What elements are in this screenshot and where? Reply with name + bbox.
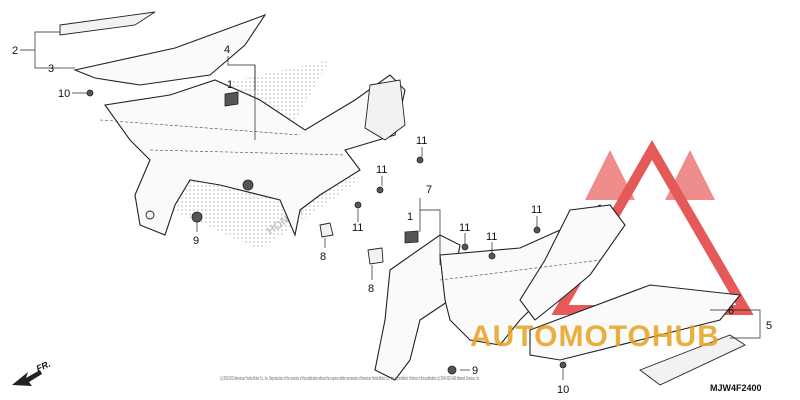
callout-5: 5 (766, 320, 772, 332)
direction-indicator: FR. (12, 359, 52, 386)
callout-1-left: 1 (227, 79, 233, 91)
lower-side-panel (529, 284, 742, 361)
copyright-text: (c) 2003-2019 American Honda Motor Co., … (220, 376, 480, 382)
callout-3: 3 (48, 63, 54, 75)
callout-7: 7 (426, 184, 432, 196)
bolt-10-left (86, 89, 94, 97)
clip-part-2 (404, 230, 419, 244)
callout-6: 6 (728, 305, 734, 317)
callout-11-f: 11 (531, 204, 542, 216)
main-cover-panel (104, 74, 406, 237)
drawing-code: MJW4F2400 (710, 383, 762, 393)
rear-upper-panel (519, 204, 626, 321)
bolt-11-c (354, 201, 362, 209)
callout-10-right: 10 (557, 384, 569, 396)
grommet-8-right (367, 247, 384, 265)
callout-9-right: 9 (472, 365, 478, 377)
callout-2: 2 (12, 45, 18, 57)
grommet-8-left (319, 222, 334, 238)
callout-4: 4 (224, 44, 230, 56)
right-side-cover (374, 204, 746, 386)
callout-9-left: 9 (193, 235, 199, 247)
bolt-11-f (533, 226, 541, 234)
upper-trim-piece (59, 11, 156, 36)
grommet-a (242, 179, 254, 191)
front-panel (374, 234, 461, 381)
clip-part-1 (224, 91, 239, 107)
callout-11-c: 11 (352, 222, 363, 234)
callout-11-d: 11 (459, 222, 470, 234)
callout-10-left: 10 (58, 88, 70, 100)
callout-1-right: 1 (407, 211, 413, 223)
bolt-11-e (488, 252, 496, 260)
bolt-11-b (376, 186, 384, 194)
arrow-icon (12, 370, 42, 386)
mount-hole (145, 210, 155, 220)
callouts: 2 3 4 1 10 11 11 11 9 8 7 1 11 11 11 8 6… (12, 44, 772, 396)
upper-cover-panel (73, 13, 267, 86)
callout-11-e: 11 (486, 231, 497, 243)
callout-8-right: 8 (368, 283, 374, 295)
grommet-9-left (191, 211, 203, 223)
left-side-cover (59, 11, 406, 237)
bolt-10-right (559, 361, 567, 369)
watermark: AUTOMOTOHUB (470, 320, 720, 353)
bottom-trim (639, 334, 746, 386)
bolt-11-a (416, 156, 424, 164)
bolt-11-d (461, 243, 469, 251)
callout-11-b: 11 (376, 164, 387, 176)
rear-bracket (364, 79, 406, 141)
grommet-9-right (447, 365, 457, 375)
callout-11-a: 11 (416, 135, 427, 147)
leader-lines (20, 31, 761, 380)
callout-8-left: 8 (320, 251, 326, 263)
watermark-text: AUTOMOTOHUB (470, 320, 720, 353)
direction-label: FR. (35, 359, 52, 374)
